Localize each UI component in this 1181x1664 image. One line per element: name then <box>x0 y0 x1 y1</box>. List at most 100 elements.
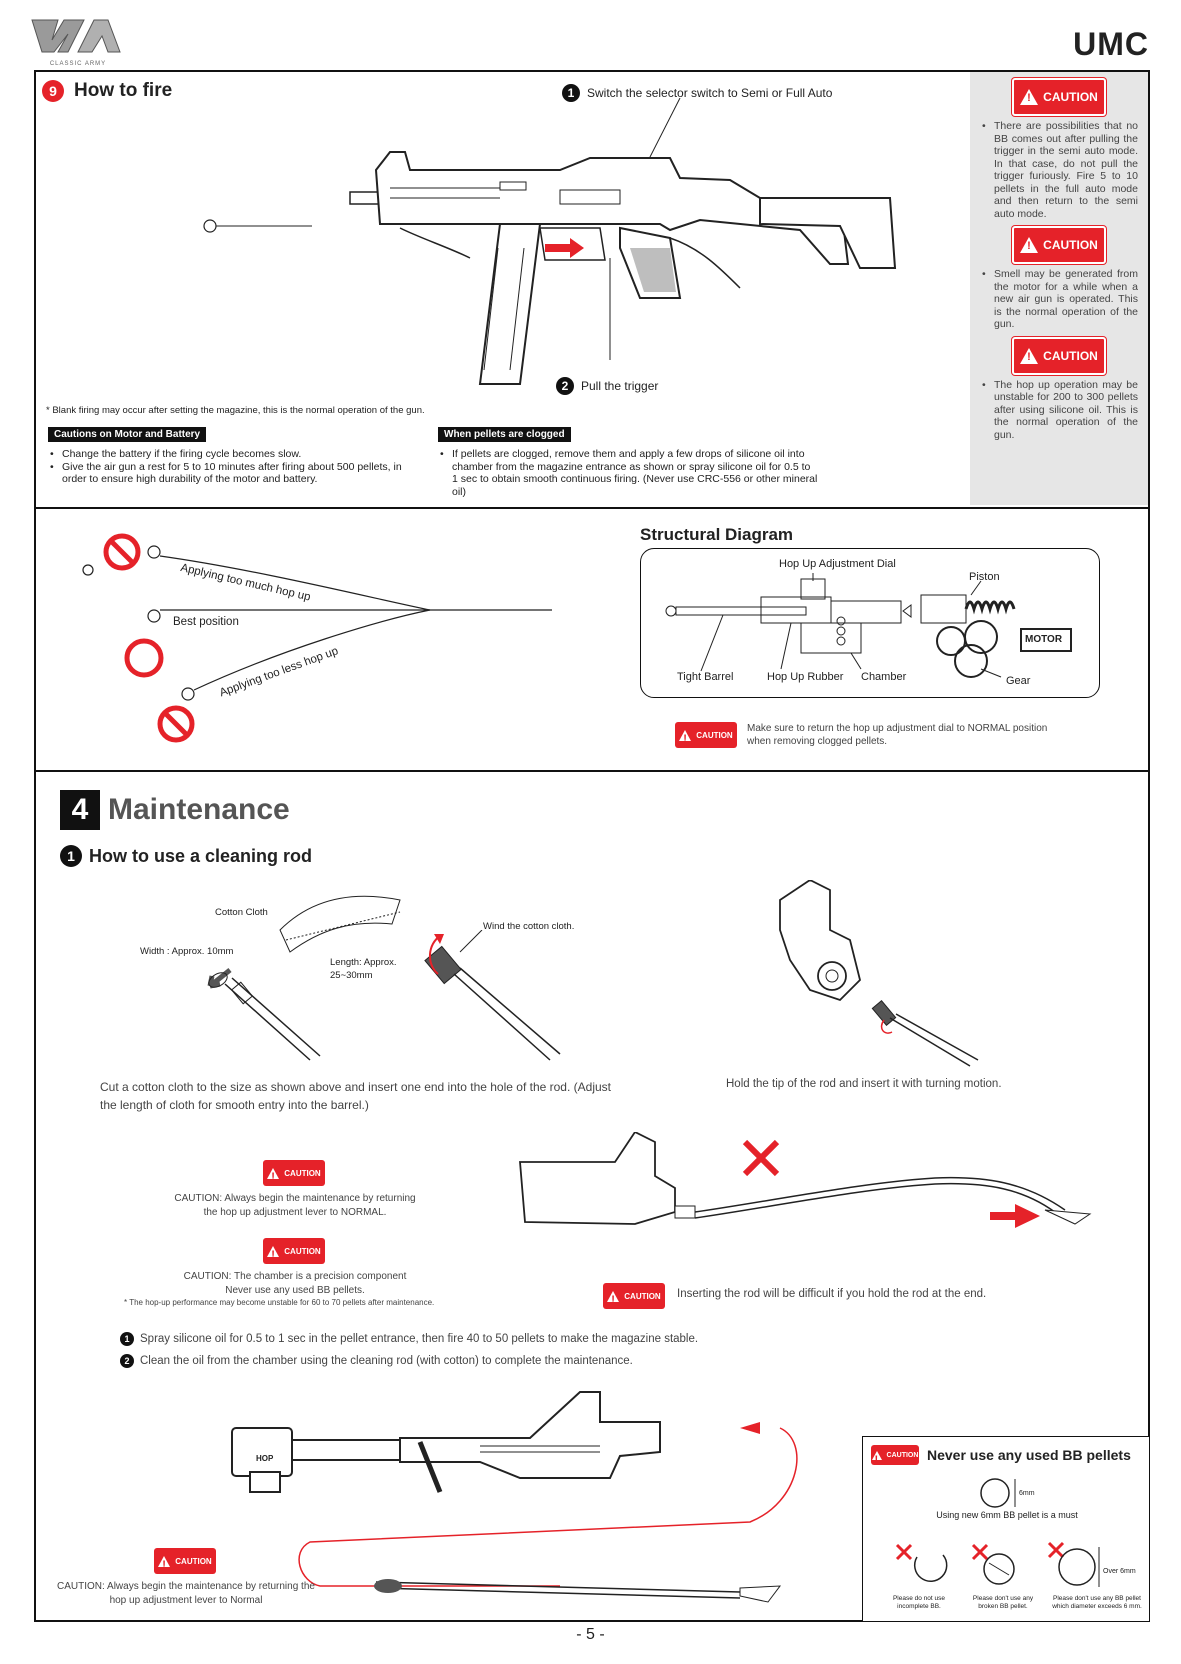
brand-text: CLASSIC ARMY <box>49 61 107 67</box>
caution-block: CAUTION There are possibilities that no … <box>980 78 1138 220</box>
bb-pellet-diagram <box>895 1478 1100 1587</box>
cloth-rod-illustration <box>207 895 401 1061</box>
caution-chamber-text: CAUTION: The chamber is a precision comp… <box>183 1271 407 1296</box>
hopup-trajectory-diagram <box>82 533 552 743</box>
step-number: 1 <box>120 1332 134 1346</box>
step-number-badge: 9 <box>42 80 64 102</box>
maintenance-step: 2 Clean the oil from the chamber using t… <box>120 1354 633 1368</box>
maintenance-section <box>34 770 1150 1622</box>
chamber-label: Chamber <box>861 671 907 683</box>
callout-number: 2 <box>556 377 574 395</box>
list-item: If pellets are clogged, remove them and … <box>438 448 818 498</box>
cleaning-rod-title: How to use a cleaning rod <box>89 845 313 866</box>
sub-number: 1 <box>60 845 82 867</box>
step-text: Clean the oil from the chamber using the… <box>140 1355 633 1367</box>
fire-header: 9 How to fire <box>42 80 172 102</box>
model-title: UMC <box>1073 26 1149 62</box>
caution-text: The hop up operation may be unstable for… <box>980 379 1138 442</box>
maintenance-step: 1 Spray silicone oil for 0.5 to 1 sec in… <box>120 1332 698 1346</box>
cleaning-rod-header: 1 How to use a cleaning rod <box>60 845 312 867</box>
warning-icon <box>158 1555 171 1571</box>
caution-badge: CAUTION <box>1012 78 1106 116</box>
width-label: Width : Approx. 10mm <box>140 946 234 957</box>
caution-badge: CAUTION <box>603 1283 665 1309</box>
warning-icon <box>267 1245 280 1261</box>
hop-marking: HOP <box>256 1454 274 1463</box>
selector-callout-text: Switch the selector switch to Semi or Fu… <box>587 85 833 100</box>
motor-label: MOTOR <box>1025 634 1063 645</box>
wind-cloth-label: Wind the cotton cloth. <box>483 921 575 932</box>
section-divider <box>34 507 1150 509</box>
used-bb-box: CAUTION Never use any used BB pellets 6m… <box>862 1436 1150 1622</box>
selector-callout: 1 Switch the selector switch to Semi or … <box>562 84 832 102</box>
trigger-callout-text: Pull the trigger <box>581 378 659 393</box>
clogged-list: If pellets are clogged, remove them and … <box>438 448 818 498</box>
clogged-cautions: When pellets are clogged If pellets are … <box>438 424 818 498</box>
bb-note: Please do not use incomplete BB. <box>892 1595 946 1610</box>
maintenance-title: Maintenance <box>108 793 290 826</box>
bb-over-label: Over 6mm <box>1103 1568 1136 1575</box>
warning-icon <box>679 729 692 745</box>
structural-diagram: Hop Up Adjustment Dial Piston MOTOR Tigh… <box>640 548 1100 698</box>
bb-size-label: 6mm <box>1019 1490 1035 1497</box>
caution-badge: CAUTION <box>154 1548 216 1574</box>
caution-block: CAUTION The hop up operation may be unst… <box>980 336 1138 442</box>
rod-grip-caution: Inserting the rod will be difficult if y… <box>677 1288 987 1300</box>
caution-badge: CAUTION <box>1012 226 1106 264</box>
caution-text: Smell may be generated from the motor fo… <box>980 268 1138 331</box>
fire-title: How to fire <box>74 80 173 101</box>
motor-list: Change the battery if the firing cycle b… <box>48 448 408 486</box>
warning-icon <box>1020 347 1039 364</box>
brand-logo: CLASSIC ARMY <box>28 12 128 67</box>
bb-note: Please don't use any broken BB pellet. <box>972 1595 1034 1610</box>
motor-cautions: Cautions on Motor and Battery Change the… <box>48 424 408 486</box>
hopup-rubber-label: Hop Up Rubber <box>767 671 844 683</box>
warning-icon <box>1020 89 1039 105</box>
caution-block: CAUTION Smell may be generated from the … <box>980 226 1138 331</box>
insert-rod-illustration <box>779 880 979 1067</box>
bb-must-text: Using new 6mm BB pellet is a must <box>936 1510 1078 1520</box>
warning-icon <box>871 1450 882 1466</box>
bb-box-header: CAUTION Never use any used BB pellets <box>863 1437 1149 1466</box>
callout-number: 1 <box>562 84 580 102</box>
caution-badge: CAUTION <box>263 1160 325 1186</box>
caution-badge: CAUTION <box>871 1445 919 1466</box>
warning-icon <box>1020 237 1039 253</box>
blank-firing-note: * Blank firing may occur after setting t… <box>46 405 425 416</box>
list-item: Change the battery if the firing cycle b… <box>48 448 408 461</box>
structural-diagram-title: Structural Diagram <box>640 525 794 544</box>
hopup-dial-label: Hop Up Adjustment Dial <box>779 558 896 570</box>
caution-normal-text-2: CAUTION: Always begin the maintenance by… <box>57 1581 315 1606</box>
hopup-caution-text: Make sure to return the hop up adjustmen… <box>747 723 1048 747</box>
cotton-cloth-label: Cotton Cloth <box>215 907 268 918</box>
gun-illustration <box>203 98 897 385</box>
motor-heading: Cautions on Motor and Battery <box>48 427 207 442</box>
caution-badge: CAUTION <box>1012 336 1106 375</box>
structural-diagram-drawing <box>665 573 1072 678</box>
chamber-cleaning-illustration <box>231 1391 798 1603</box>
length-label: Length: Approx. 25~30mm <box>330 957 397 981</box>
section-number: 4 <box>60 790 100 830</box>
hold-rod-instructions: Hold the tip of the rod and insert it wi… <box>726 1078 1002 1090</box>
maintenance-header: 4 Maintenance <box>60 790 290 830</box>
list-item: Give the air gun a rest for 5 to 10 minu… <box>48 461 408 486</box>
cut-cloth-instructions: Cut a cotton cloth to the size as shown … <box>100 1080 611 1112</box>
tight-barrel-label: Tight Barrel <box>677 671 734 683</box>
warning-icon <box>267 1167 280 1183</box>
wrong-rod-grip-illustration <box>519 1132 1092 1228</box>
bb-box-title: Never use any used BB pellets <box>927 1447 1131 1463</box>
page-number: - 5 - <box>576 1626 605 1643</box>
hopup-performance-note: * The hop-up performance may become unst… <box>124 1298 435 1307</box>
hopup-caution-badge: CAUTION <box>675 722 737 748</box>
bb-note: Please don't use any BB pellet which dia… <box>1052 1595 1142 1610</box>
step-number: 2 <box>120 1354 134 1368</box>
best-position-label: Best position <box>173 616 239 628</box>
gear-label: Gear <box>1006 675 1031 687</box>
caution-badge: CAUTION <box>263 1238 325 1264</box>
caution-sidebar: CAUTION There are possibilities that no … <box>970 72 1148 505</box>
warning-icon <box>607 1290 620 1306</box>
wind-cloth-illustration <box>424 930 561 1061</box>
caution-normal-text: CAUTION: Always begin the maintenance by… <box>174 1193 416 1218</box>
caution-text: There are possibilities that no BB comes… <box>980 120 1138 220</box>
trigger-callout: 2 Pull the trigger <box>556 377 658 395</box>
